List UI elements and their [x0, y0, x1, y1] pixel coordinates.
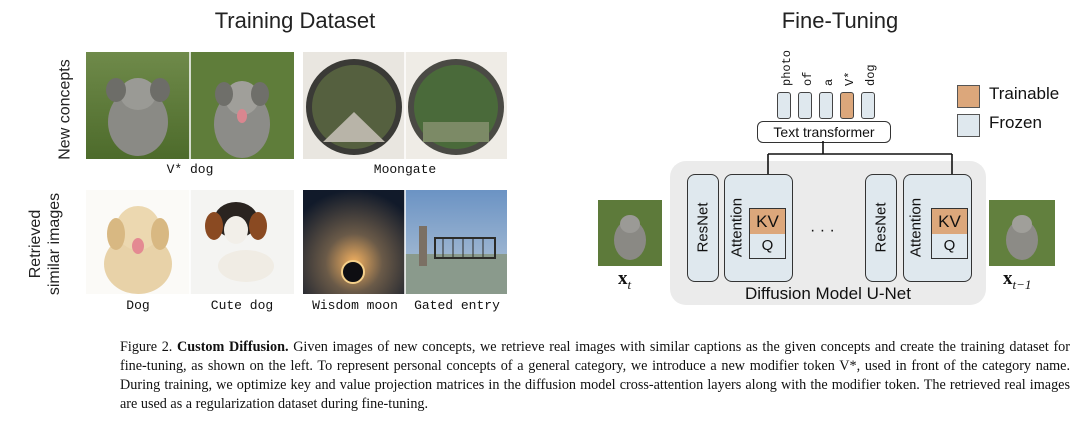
output-image-xt1 [989, 200, 1055, 266]
unet-label: Diffusion Model U-Net [745, 284, 911, 303]
resnet-block-right: ResNet [865, 174, 897, 282]
token-label-of: of [801, 71, 815, 86]
retrieved-moon-gate-photo-pair [303, 190, 507, 294]
moongate-photo-pair [303, 52, 507, 159]
input-image-xt [598, 200, 662, 266]
legend-frozen-swatch [957, 114, 980, 137]
token-v-star [840, 92, 854, 119]
new-concepts-label: New concepts [56, 59, 74, 160]
v-dog-images [86, 52, 294, 159]
xt-label: xt [618, 268, 632, 292]
caption-moongate: Moongate [373, 162, 437, 177]
figure-caption: Figure 2. Custom Diffusion. Given images… [120, 339, 1070, 412]
caption-wisdom-moon: Wisdom moon [312, 298, 398, 313]
token-a [819, 92, 833, 119]
kv-box-left: KV [749, 208, 786, 236]
token-dog [861, 92, 875, 119]
caption-gated-entry: Gated entry [414, 298, 500, 313]
dog-photo-pair [86, 52, 294, 159]
text-transformer-box: Text transformer [757, 121, 891, 143]
token-label-dog: dog [864, 64, 878, 86]
retrieved-moon-gate-images [303, 190, 507, 294]
caption-cute-dog: Cute dog [210, 298, 274, 313]
token-label-photo: photo [780, 49, 794, 86]
token-photo [777, 92, 791, 119]
token-label-a: a [822, 78, 836, 86]
noisy-dog-thumbnail [598, 200, 662, 266]
token-of [798, 92, 812, 119]
legend-trainable-swatch [957, 85, 980, 108]
token-label-v-star: V* [843, 71, 857, 86]
retrieved-dog-photo-pair [86, 190, 294, 294]
denoised-dog-thumbnail [989, 200, 1055, 266]
retrieved-dog-images [86, 190, 294, 294]
legend-frozen-label: Frozen [989, 113, 1042, 132]
caption-v-dog: V* dog [166, 162, 214, 177]
kv-box-right: KV [931, 208, 968, 236]
xt1-label: xt−1 [1003, 268, 1032, 292]
legend-trainable-label: Trainable [989, 84, 1060, 103]
q-box-left: Q [749, 234, 786, 259]
caption-dog: Dog [126, 298, 150, 313]
resnet-block-left: ResNet [687, 174, 719, 282]
q-box-right: Q [931, 234, 968, 259]
moongate-images [303, 52, 507, 159]
training-dataset-title: Training Dataset [214, 8, 376, 33]
fine-tuning-title: Fine-Tuning [781, 8, 899, 33]
ellipsis: · · · [810, 222, 835, 239]
